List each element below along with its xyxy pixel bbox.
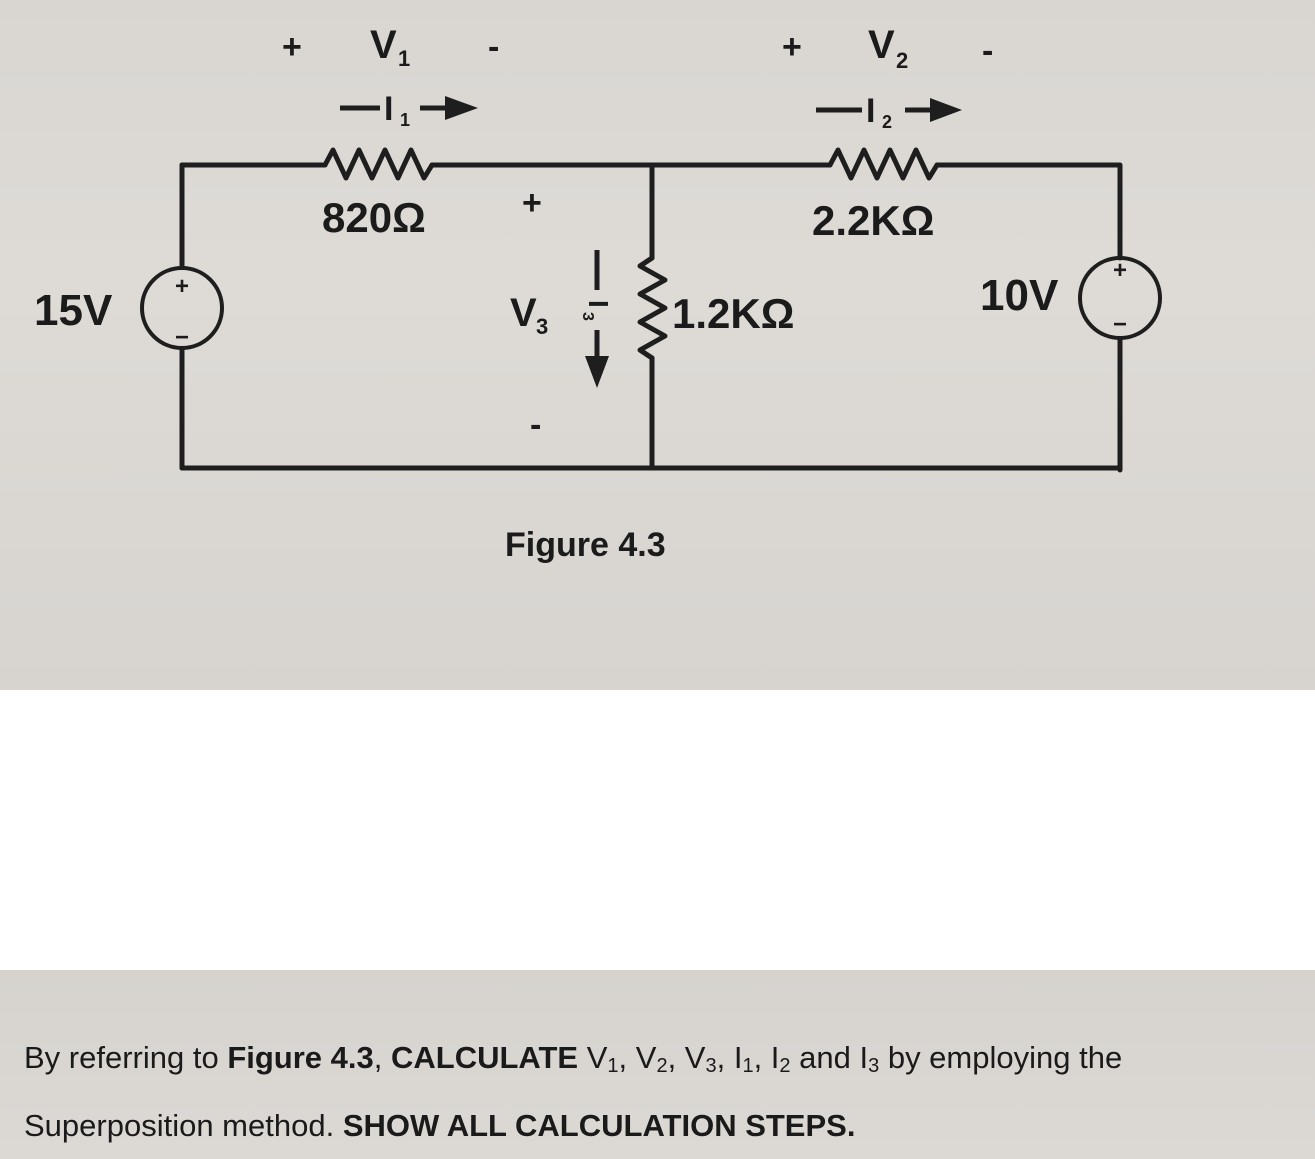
r2-value-label: 2.2KΩ [812, 197, 934, 244]
q-sub-1: 1 [607, 1055, 619, 1077]
v2-subscript: 2 [896, 48, 908, 73]
q-part-6: , V [618, 1040, 657, 1075]
i2-arrow-icon [816, 98, 962, 122]
i2-symbol: I [866, 92, 875, 130]
source-15v-minus: − [175, 324, 189, 351]
resistor-820 [322, 147, 435, 181]
question-photo-background [0, 970, 1315, 1159]
resistor-1200 [637, 255, 668, 361]
q-part-9: , I [753, 1040, 780, 1075]
r3-value-label: 1.2KΩ [672, 290, 794, 337]
q-sub-2: 2 [656, 1055, 668, 1077]
q-sub-5: 2 [779, 1055, 791, 1077]
q-part-3: , [373, 1040, 391, 1075]
q-sub-6: 3 [868, 1055, 880, 1077]
q-sub-3: 3 [705, 1055, 717, 1077]
source-15v-label: 15V [34, 286, 113, 335]
wire-top-right [934, 162, 1123, 261]
v2-minus: - [982, 32, 993, 70]
v3-subscript: 3 [536, 314, 548, 339]
source-15v-plus: + [175, 273, 189, 300]
q-part-7: , V [667, 1040, 706, 1075]
question-text: By referring to Figure 4.3, CALCULATE V1… [24, 1028, 1294, 1156]
i3-symbol: I [583, 300, 614, 308]
circuit-diagram: + − 15V + − 10V + V 1 - I 1 + V 2 - I 2 … [34, 23, 1162, 473]
q-part-8: , I [716, 1040, 743, 1075]
source-10v-label: 10V [980, 271, 1059, 320]
v1-minus: - [488, 28, 499, 66]
v1-plus: + [282, 28, 302, 66]
v3-minus: - [530, 406, 541, 444]
voltage-source-15v [140, 266, 224, 350]
i1-symbol: I [384, 90, 393, 128]
figure-caption: Figure 4.3 [505, 526, 666, 564]
v2-symbol: V [868, 23, 895, 67]
v1-subscript: 1 [398, 46, 410, 71]
i1-arrow-icon [340, 96, 478, 120]
resistor-2200 [827, 147, 940, 181]
source-10v-plus: + [1113, 257, 1127, 284]
i3-arrow-icon [585, 250, 609, 388]
i3-subscript: 3 [579, 312, 596, 321]
q-part-5: V [578, 1040, 608, 1075]
r1-value-label: 820Ω [322, 194, 426, 241]
i2-subscript: 2 [882, 112, 892, 132]
v3-symbol: V [510, 291, 537, 335]
q-show-steps: SHOW ALL CALCULATION STEPS. [342, 1108, 856, 1143]
figure-photo-background [0, 0, 1315, 690]
q-calculate: CALCULATE [390, 1040, 579, 1075]
v3-plus: + [522, 184, 542, 222]
q-part-10: and I [790, 1040, 869, 1075]
q-part-11: by employing the Superposition method. [24, 1040, 1123, 1143]
source-10v-minus: − [1113, 311, 1127, 338]
v1-symbol: V [370, 23, 397, 67]
q-figure-ref: Figure 4.3 [227, 1040, 374, 1075]
q-part-1: By referring to [24, 1040, 228, 1075]
voltage-source-10v [1078, 256, 1162, 340]
q-sub-4: 1 [742, 1055, 754, 1077]
i1-subscript: 1 [400, 110, 410, 130]
v2-plus: + [782, 28, 802, 66]
